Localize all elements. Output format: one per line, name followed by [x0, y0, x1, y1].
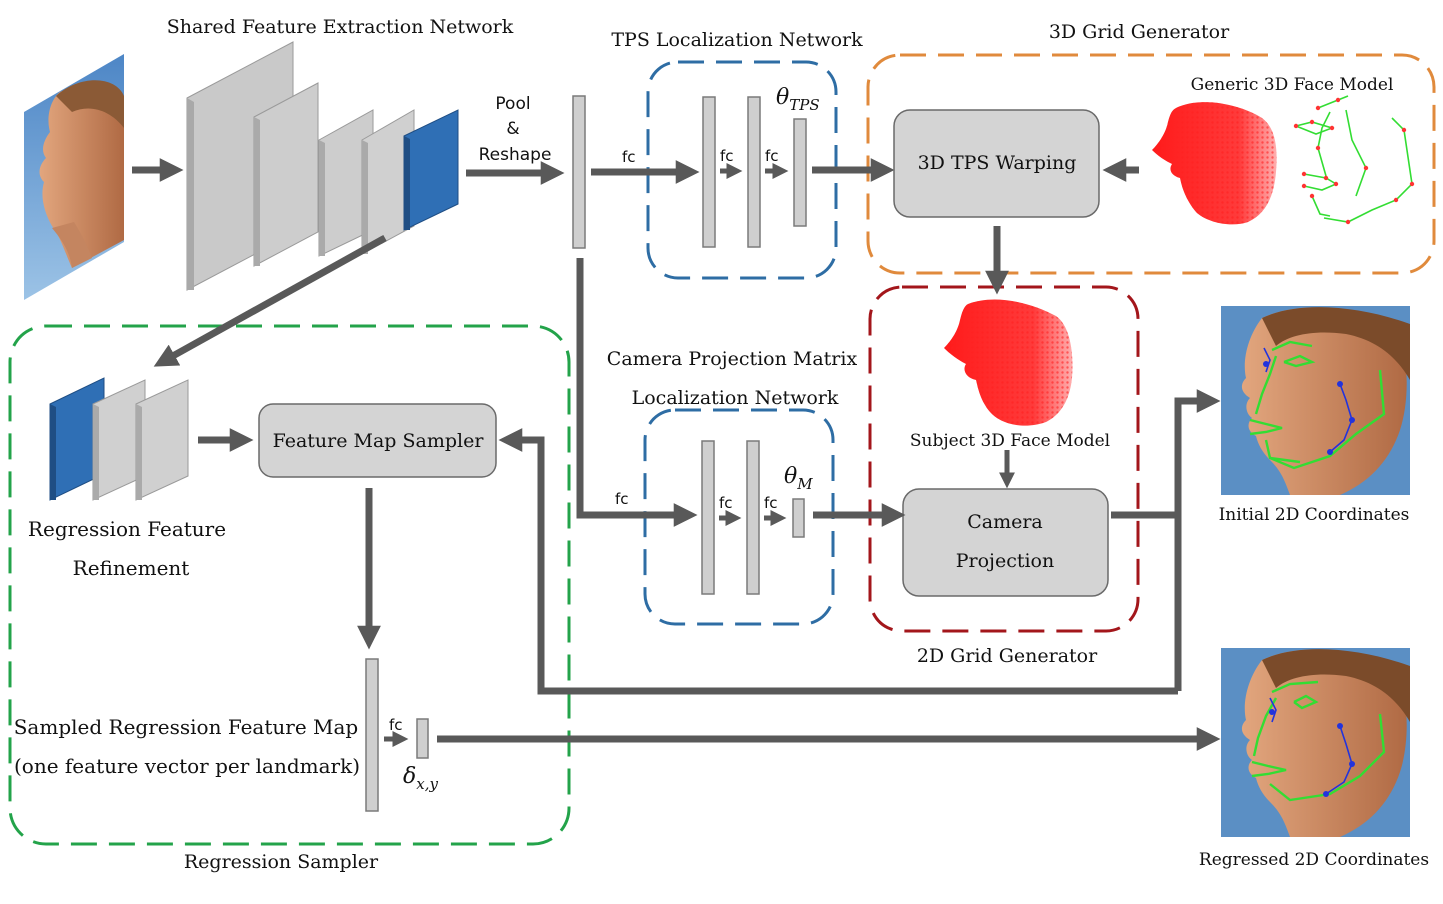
tps-fc-layer-1 [702, 96, 716, 248]
fc-label-tps-2: fc [720, 147, 734, 165]
reshape-label: Reshape [479, 145, 552, 165]
shared-network-title: Shared Feature Extraction Network [167, 16, 514, 38]
subject-3d-face-pointcloud [944, 299, 1073, 426]
theta-tps-label: θTPS [776, 85, 820, 114]
fc-label-cam-2: fc [719, 494, 733, 512]
tps-warping-box [893, 109, 1100, 218]
face-photo-regressed [1221, 648, 1410, 837]
initial-coords-label: Initial 2D Coordinates [1219, 505, 1410, 525]
tps-network-title: TPS Localization Network [611, 29, 863, 51]
amp-label: & [506, 119, 519, 139]
grid-3d-title: 3D Grid Generator [1049, 21, 1230, 43]
fc-label-tps-3: fc [765, 147, 779, 165]
landmark-skeleton [1293, 95, 1415, 225]
grid-3d-region [866, 53, 1436, 275]
generic-3d-face-pointcloud [1152, 102, 1277, 225]
fc-label-tps-1: fc [622, 148, 636, 166]
delta-label: δx,y [403, 764, 438, 793]
arrow-features-to-refinement [153, 234, 387, 367]
camera-fc-layer-1 [701, 440, 715, 595]
camera-fc-layer-2 [746, 440, 760, 595]
feature-map-sampler-box [258, 403, 497, 478]
generic-model-label: Generic 3D Face Model [1191, 75, 1394, 95]
fc-label-regression: fc [389, 716, 403, 734]
camera-projection-label-2: Projection [956, 550, 1054, 572]
tps-warping-label: 3D TPS Warping [918, 152, 1077, 174]
sampled-feature-vector [365, 658, 379, 812]
tps-fc-layer-2 [747, 96, 761, 248]
feature-extraction-layers [186, 41, 459, 291]
camera-projection-box [902, 488, 1109, 597]
theta-tps-vector [793, 118, 807, 227]
camera-network-title-1: Camera Projection Matrix [607, 348, 858, 370]
refinement-label-1: Regression Feature [28, 517, 226, 541]
refinement-label-2: Refinement [73, 556, 190, 580]
regression-sampler-title: Regression Sampler [184, 851, 379, 873]
grid-2d-title: 2D Grid Generator [917, 645, 1098, 667]
face-photo-initial [1221, 306, 1410, 495]
camera-network-title-2: Localization Network [632, 387, 839, 409]
theta-m-vector [792, 498, 805, 538]
theta-m-label: θM [784, 464, 813, 493]
refinement-feature-layers [49, 377, 189, 501]
arrow-coords-to-sampler [498, 428, 1178, 695]
fc-label-cam-3: fc [764, 494, 778, 512]
camera-projection-label-1: Camera [967, 511, 1043, 533]
pooled-feature-vector [572, 95, 586, 249]
delta-vector [416, 718, 429, 759]
feature-map-sampler-label: Feature Map Sampler [273, 430, 485, 452]
fc-label-cam-1: fc [615, 490, 629, 508]
face-photo-input [24, 54, 124, 300]
sampled-label-1: Sampled Regression Feature Map [14, 715, 359, 739]
regressed-coords-label: Regressed 2D Coordinates [1199, 850, 1429, 870]
arrow-to-camera-fc1 [576, 258, 698, 527]
arrow-to-initial-coords [1174, 389, 1221, 691]
sampled-label-2: (one feature vector per landmark) [14, 754, 360, 778]
pool-label: Pool [495, 94, 530, 114]
regression-sampler-region [8, 324, 571, 846]
subject-model-label: Subject 3D Face Model [910, 431, 1110, 451]
